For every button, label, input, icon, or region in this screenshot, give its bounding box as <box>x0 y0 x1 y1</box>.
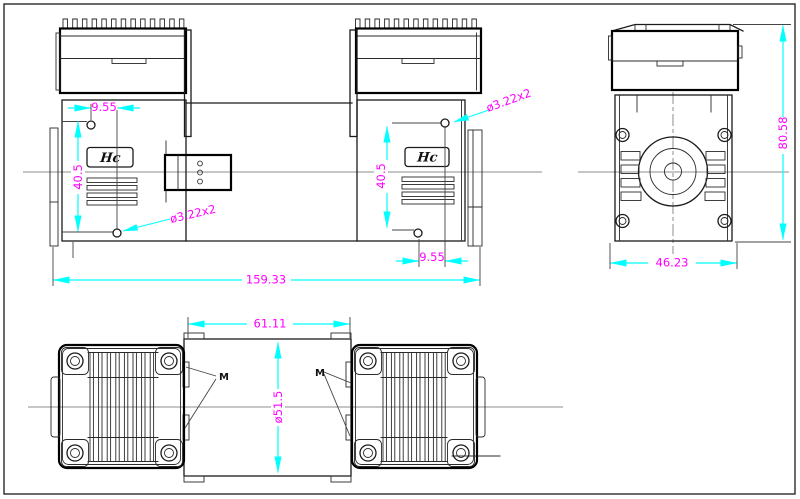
heatsink-teeth-left <box>62 18 185 29</box>
dim-hole-dia-right: ø3.22x2 <box>453 86 533 123</box>
dim-hole-dia-left: ø3.22x2 <box>122 202 218 232</box>
svg-text:40.5: 40.5 <box>374 163 388 189</box>
brand-logo-left: Hc <box>98 151 121 166</box>
pump-body-left: Hc <box>49 99 187 247</box>
heatsink-cap <box>611 23 744 32</box>
front-view: Hc <box>49 18 483 247</box>
heatsink-teeth-right <box>355 18 477 29</box>
dim-overall-width: 46.23 <box>609 256 738 270</box>
terminal-pin <box>197 178 203 185</box>
head-screws-left <box>61 347 183 467</box>
side-body <box>614 94 733 242</box>
brand-logo-right: Hc <box>415 151 438 166</box>
cooling-fins-right <box>382 352 446 462</box>
terminal-pin <box>197 160 203 167</box>
dim-hole-span-right: 40.5 <box>374 125 391 229</box>
vent-slots-left <box>86 177 138 206</box>
motor-section <box>163 102 358 242</box>
vent-slots-right <box>401 176 455 205</box>
dim-overall-height: 80.58 <box>776 24 790 241</box>
pump-head-right <box>349 18 483 138</box>
dim-hole-span-left: 40.5 <box>71 120 85 233</box>
svg-text:40.5: 40.5 <box>71 164 85 190</box>
dimensions: 9.55 40.5 ø3.22x2 159.33 ø3.22x2 4 <box>52 24 791 474</box>
mounting-hole-bottom-left <box>112 228 122 238</box>
head-screws-right <box>354 347 475 467</box>
svg-text:M: M <box>219 372 229 383</box>
cooling-fins-left <box>89 352 155 462</box>
pump-body-right: Hc <box>356 99 483 247</box>
terminal-pin <box>197 169 203 176</box>
mounting-hole-top-left <box>86 120 96 130</box>
svg-text:46.23: 46.23 <box>656 256 689 270</box>
mounting-hole-bottom-right <box>413 228 423 238</box>
side-head <box>608 23 744 92</box>
side-vent-slots <box>620 151 726 201</box>
sheet-border <box>3 3 796 495</box>
svg-text:61.11: 61.11 <box>254 317 287 331</box>
finned-head-right <box>345 343 486 470</box>
dim-hole-offset-left: 9.55 <box>68 100 140 114</box>
bottom-view <box>50 332 486 483</box>
brand-logo-box-right <box>404 146 450 168</box>
corner-screws <box>615 127 732 229</box>
side-view <box>608 23 744 242</box>
brand-logo-box-left <box>86 146 134 168</box>
svg-text:159.33: 159.33 <box>246 273 286 287</box>
mounting-hole-top-right <box>440 118 450 128</box>
svg-text:ø3.22x2: ø3.22x2 <box>169 202 218 226</box>
port-marker-left: M <box>184 366 229 429</box>
dim-overall-length: 159.33 <box>52 273 481 287</box>
dim-head-diameter: ø51.5 <box>271 341 285 474</box>
svg-text:ø51.5: ø51.5 <box>271 391 285 424</box>
finned-head-left <box>50 343 190 470</box>
svg-text:9.55: 9.55 <box>91 100 117 114</box>
svg-text:ø3.22x2: ø3.22x2 <box>484 86 533 115</box>
center-lines <box>23 92 789 457</box>
pump-head-left <box>55 18 192 138</box>
svg-text:80.58: 80.58 <box>776 117 790 150</box>
terminal-block <box>163 153 233 192</box>
svg-text:9.55: 9.55 <box>419 250 445 264</box>
port-marker-right: M <box>315 368 352 437</box>
svg-text:M: M <box>315 368 325 379</box>
dim-head-spacing: 61.11 <box>187 317 351 331</box>
motor-end-bearing <box>637 136 709 207</box>
dim-hole-offset-right: 9.55 <box>396 250 468 265</box>
